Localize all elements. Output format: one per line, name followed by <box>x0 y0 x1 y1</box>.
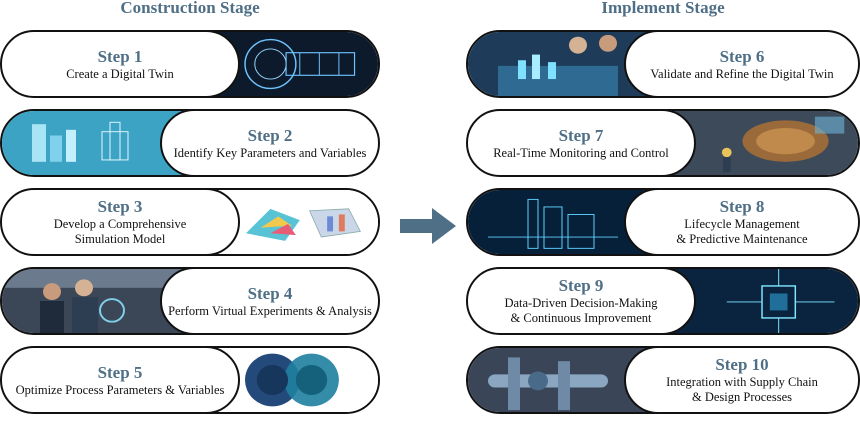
step-9-title: Step 9 <box>558 276 604 295</box>
step-4-title: Step 4 <box>247 283 293 303</box>
step-9-desc-line-2: & Continuous Improvement <box>510 311 652 325</box>
step-2-card: Step 2 Identify Key Parameters and Varia… <box>0 109 380 177</box>
step-10-pill: Step 10 Integration with Supply Chain & … <box>624 348 858 412</box>
step-5-title: Step 5 <box>97 362 143 382</box>
step-5-card: Step 5 Optimize Process Parameters & Var… <box>0 346 380 414</box>
step-3-pill: Step 3 Develop a Comprehensive Simulatio… <box>2 190 240 254</box>
step-6-title: Step 6 <box>719 46 765 66</box>
step-7-title: Step 7 <box>558 125 604 145</box>
step-1-pill: Step 1 Create a Digital Twin <box>2 32 240 96</box>
step-9-card: Step 9 Data-Driven Decision-Making & Con… <box>466 267 860 335</box>
step-10-desc-line-2: & Design Processes <box>692 390 792 404</box>
step-3-card: Step 3 Develop a Comprehensive Simulatio… <box>0 188 380 256</box>
step-2-pill: Step 2 Identify Key Parameters and Varia… <box>160 111 378 175</box>
stage-transition-arrow-icon <box>400 208 456 244</box>
step-10-title: Step 10 <box>715 355 769 374</box>
engineers-lab-image <box>2 269 192 333</box>
digital-twin-chip-image <box>668 269 858 333</box>
step-6-desc-line-1: Validate and Refine the Digital Twin <box>650 66 834 81</box>
step-3-desc-line-1: Develop a Comprehensive <box>53 217 187 231</box>
step-8-desc-line-1: Lifecycle Management <box>684 217 800 231</box>
step-4-pill: Step 4 Perform Virtual Experiments & Ana… <box>160 269 378 333</box>
step-4-desc-line-1: Perform Virtual Experiments & Analysis <box>168 303 372 318</box>
step-1-desc-line-1: Create a Digital Twin <box>66 66 174 81</box>
step-5-pill: Step 5 Optimize Process Parameters & Var… <box>2 348 240 412</box>
step-7-desc-line-1: Real-Time Monitoring and Control <box>493 145 669 160</box>
step-10-desc-line-1: Integration with Supply Chain <box>666 375 818 389</box>
implement-stage-title: Implement Stage <box>601 0 725 17</box>
step-2-desc-line-1: Identify Key Parameters and Variables <box>173 145 367 160</box>
step-6-card: Step 6 Validate and Refine the Digital T… <box>466 30 860 98</box>
step-4-card: Step 4 Perform Virtual Experiments & Ana… <box>0 267 380 335</box>
step-7-card: Step 7 Real-Time Monitoring and Control <box>466 109 860 177</box>
step-8-title: Step 8 <box>719 197 765 216</box>
step-9-desc-line-1: Data-Driven Decision-Making <box>504 296 658 310</box>
step-10-card: Step 10 Integration with Supply Chain & … <box>466 346 860 414</box>
step-9-pill: Step 9 Data-Driven Decision-Making & Con… <box>468 269 696 333</box>
step-5-desc-line-1: Optimize Process Parameters & Variables <box>15 382 225 397</box>
step-3-desc-line-2: Simulation Model <box>74 232 166 246</box>
step-1-card: Step 1 Create a Digital Twin <box>0 30 380 98</box>
step-6-pill: Step 6 Validate and Refine the Digital T… <box>624 32 858 96</box>
step-3-title: Step 3 <box>97 197 143 216</box>
construction-stage-title: Construction Stage <box>120 0 260 17</box>
step-7-pill: Step 7 Real-Time Monitoring and Control <box>468 111 696 175</box>
engine-monitoring-image <box>668 111 858 175</box>
step-8-desc-line-2: & Predictive Maintenance <box>676 232 808 246</box>
step-8-card: Step 8 Lifecycle Management & Predictive… <box>466 188 860 256</box>
step-2-title: Step 2 <box>247 125 293 145</box>
step-1-title: Step 1 <box>97 46 143 66</box>
step-8-pill: Step 8 Lifecycle Management & Predictive… <box>624 190 858 254</box>
